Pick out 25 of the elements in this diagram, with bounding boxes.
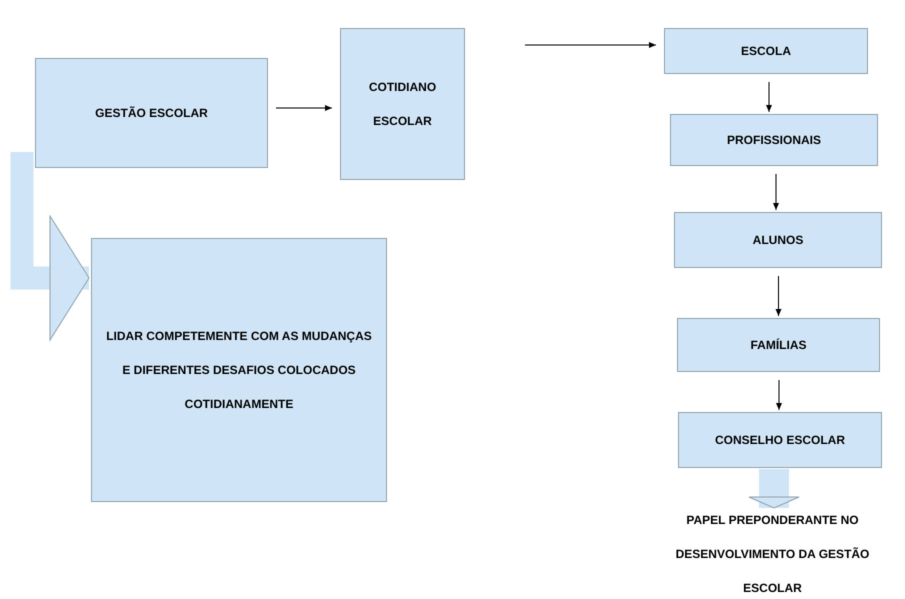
block-arrow [748, 469, 800, 508]
arrow [276, 105, 332, 111]
arrow [524, 42, 656, 48]
box-label: FAMÍLIAS [750, 337, 806, 354]
process-box [674, 212, 882, 268]
box-label: ALUNOS [752, 232, 804, 249]
box-label: PROFISSIONAIS [726, 132, 821, 149]
arrow [776, 380, 782, 410]
process-box [340, 28, 465, 180]
box-label: LIDAR COMPETEMENTE COM AS MUDANÇAS E DIFERENTES DESAFIOS COLOCADOS COTIDIANAMENTE [105, 328, 373, 413]
process-box [35, 58, 268, 168]
arrow [766, 82, 772, 112]
box-label: ESCOLA [740, 43, 791, 60]
box-label: COTIDIANO ESCOLAR [368, 79, 438, 130]
note-text: PAPEL PREPONDERANTE NO DESENVOLVIMENTO DA GESTÃO ESCOLAR [674, 512, 870, 596]
box-label: GESTÃO ESCOLAR [95, 105, 208, 122]
process-box [91, 238, 387, 502]
process-box [678, 412, 882, 468]
arrow [773, 174, 779, 210]
box-label: CONSELHO ESCOLAR [714, 432, 845, 449]
process-box [677, 318, 880, 372]
process-box [664, 28, 868, 74]
arrow [776, 276, 782, 316]
block-arrow [10, 152, 90, 340]
process-box [670, 114, 878, 166]
